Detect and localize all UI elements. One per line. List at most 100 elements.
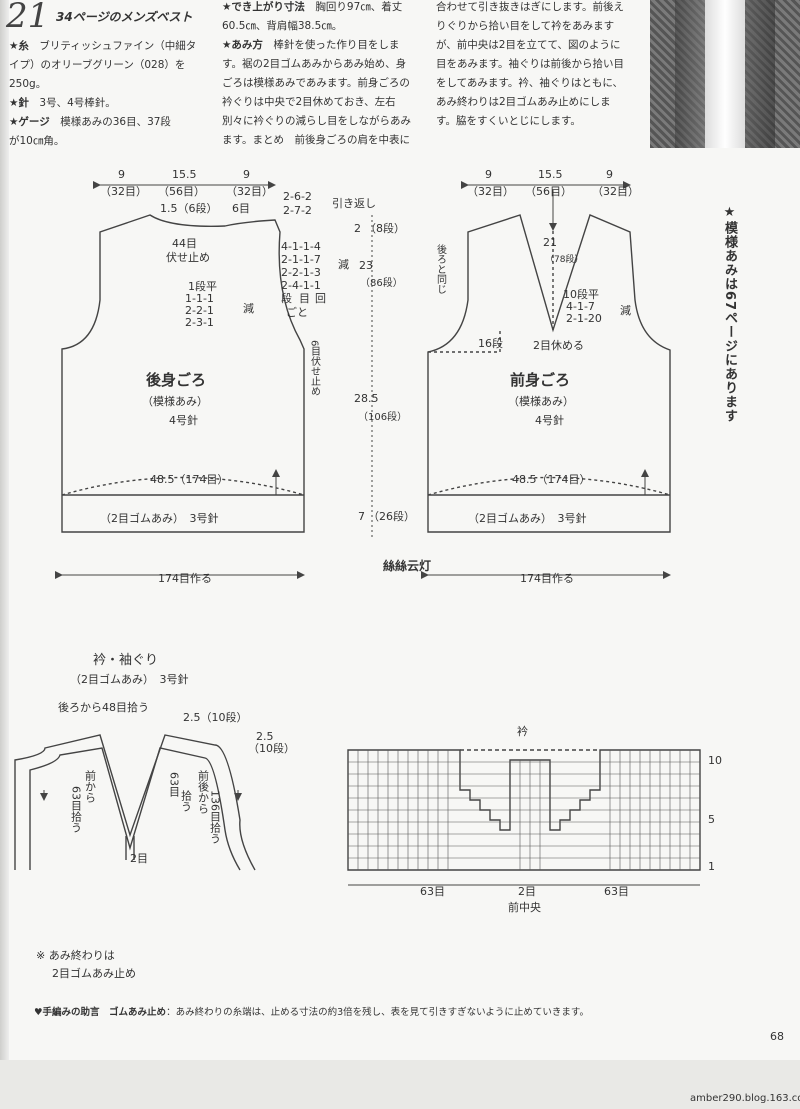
svg-text:（86段）: （86段） — [360, 276, 403, 289]
svg-text:2-7-2: 2-7-2 — [283, 204, 312, 217]
svg-text:21: 21 — [543, 236, 557, 249]
page-number: 68 — [770, 1030, 784, 1043]
pattern-title: 34ページのメンズベスト — [56, 10, 193, 24]
svg-text:2目: 2目 — [518, 885, 536, 898]
svg-text:2目: 2目 — [130, 852, 148, 865]
svg-text:6目伏せ止め: 6目伏せ止め — [309, 340, 321, 396]
collar-title: 衿・袖ぐり — [93, 653, 158, 668]
method-line: ★あみ方 棒針を使った作り目をしま — [222, 39, 400, 51]
header-col3: 合わせて引き抜きはぎにします。前後え りぐりから拾い目をして衿をあみます が、前… — [436, 1, 624, 127]
method-line: す。裾の2目ゴムあみからあみ始め、身 — [222, 58, 407, 70]
svg-text:15.5: 15.5 — [538, 168, 563, 181]
svg-text:4-1-1-4: 4-1-1-4 — [281, 240, 321, 253]
materials-line: イプ）のオリーブグリーン（028）を — [9, 59, 186, 71]
svg-text:2-1-20: 2-1-20 — [566, 312, 602, 325]
svg-text:（56目）: （56目） — [158, 185, 205, 198]
back-dim-center: 15.5 — [172, 168, 197, 181]
advice-text: ：あみ終わりの糸端は、止める寸法の約3倍を残し、表を見て引きすぎないように止めて… — [166, 1007, 589, 1018]
svg-text:（32目）: （32目） — [100, 185, 147, 198]
needles-line: ★針 3号、4号棒針。 — [9, 97, 116, 109]
svg-text:9: 9 — [606, 168, 613, 181]
method-line: 別々に衿ぐりの減らし目をしながらあみ — [222, 115, 411, 127]
svg-text:1段平: 1段平 — [188, 279, 217, 293]
gauge-line: ★ゲージ 模様あみの36目、37段 — [9, 116, 171, 128]
front-cast-on: 174目作る — [520, 572, 574, 585]
header-col2: ★でき上がり寸法 胸回り97㎝、着丈 60.5㎝、背肩幅38.5㎝。 ★あみ方 … — [222, 0, 411, 150]
svg-text:後ろから48目拾う: 後ろから48目拾う — [58, 700, 149, 714]
size-line: ★でき上がり寸法 胸回り97㎝、着丈 — [222, 1, 403, 13]
back-width: 48.5（174目） — [150, 473, 229, 486]
vest-photo — [650, 0, 800, 148]
back-dim-right: 9 — [243, 168, 250, 181]
svg-text:2: 2 — [354, 222, 361, 235]
svg-text:目: 目 — [299, 292, 310, 305]
svg-text:後ろと同じ: 後ろと同じ — [435, 243, 447, 294]
svg-text:ごと: ごと — [286, 305, 308, 319]
svg-text:2-6-2: 2-6-2 — [283, 190, 312, 203]
back-body-title: 後身ごろ — [145, 371, 206, 389]
materials-line: 250g。 — [9, 78, 47, 90]
back-cast-on: 174目作る — [158, 572, 212, 585]
size-line: 60.5㎝、背肩幅38.5㎝。 — [222, 20, 343, 32]
svg-text:前中央: 前中央 — [508, 900, 541, 914]
svg-text:※ あみ終わりは: ※ あみ終わりは — [36, 948, 115, 962]
svg-text:7: 7 — [358, 510, 365, 523]
svg-text:2-4-1-1: 2-4-1-1 — [281, 279, 321, 292]
svg-text:前後から: 前後から — [197, 769, 210, 814]
svg-text:10: 10 — [708, 754, 722, 767]
svg-text:63目拾う: 63目拾う — [70, 786, 83, 833]
svg-text:減: 減 — [243, 301, 254, 315]
svg-text:23: 23 — [359, 259, 373, 272]
svg-text:（32目）: （32目） — [467, 185, 514, 198]
back-neck-depth: 1.5（6段） — [160, 201, 218, 215]
front-body-title: 前身ごろ — [510, 371, 570, 389]
binding-shadow — [0, 0, 9, 1109]
svg-text:（模様あみ）: （模様あみ） — [142, 394, 208, 408]
method-line: ます。まとめ 前後身ごろの肩を中表に — [222, 134, 410, 146]
pattern-reference-note: ★模様あみは67ページにあります — [722, 205, 737, 424]
svg-text:（模様あみ）: （模様あみ） — [508, 394, 574, 408]
svg-text:4-1-7: 4-1-7 — [566, 300, 595, 313]
svg-text:回: 回 — [315, 292, 326, 305]
svg-text:2-2-1: 2-2-1 — [185, 304, 214, 317]
collar-chart-outline — [347, 749, 701, 871]
header-col1: ★糸 ブリティッシュファイン（中細タ イプ）のオリーブグリーン（028）を 25… — [9, 37, 196, 151]
back-dim-left: 9 — [118, 168, 125, 181]
gauge-line: が10㎝角。 — [9, 135, 65, 147]
svg-text:前から: 前から — [84, 769, 97, 803]
svg-text:（8段）: （8段） — [365, 221, 405, 235]
svg-text:136目拾う: 136目拾う — [209, 790, 222, 844]
svg-text:2.5: 2.5 — [256, 730, 274, 743]
svg-text:1-1-1: 1-1-1 — [185, 292, 214, 305]
svg-text:63目: 63目 — [604, 885, 629, 898]
svg-text:（26段）: （26段） — [368, 509, 415, 523]
svg-text:63目: 63目 — [168, 772, 181, 797]
blog-url: amber290.blog.163.com — [690, 1093, 800, 1104]
method-line: ごろは模様あみであみます。前身ごろの — [222, 77, 410, 89]
svg-text:減: 減 — [338, 257, 349, 271]
front-width: 48.5（174目） — [512, 473, 591, 486]
advice-title: ゴムあみ止め — [109, 1007, 167, 1018]
watermark: 絲絲云灯 — [383, 558, 431, 573]
materials-line: ★糸 ブリティッシュファイン（中細タ — [9, 40, 197, 52]
svg-text:4号針: 4号針 — [535, 413, 564, 427]
back-body-outline — [61, 214, 305, 533]
svg-text:2-1-1-7: 2-1-1-7 — [281, 253, 321, 266]
svg-text:（32目）: （32目） — [592, 185, 639, 198]
svg-text:2-3-1: 2-3-1 — [185, 316, 214, 329]
collar-assembly-outline — [14, 734, 256, 871]
svg-text:28.5: 28.5 — [354, 392, 379, 405]
svg-text:伏せ止め: 伏せ止め — [166, 250, 210, 264]
pattern-number: 21 — [6, 0, 50, 36]
svg-text:4号針: 4号針 — [169, 413, 198, 427]
svg-text:（56目）: （56目） — [525, 185, 572, 198]
svg-text:（2目ゴムあみ） 3号針: （2目ゴムあみ） 3号針 — [100, 511, 219, 525]
svg-text:拾う: 拾う — [180, 789, 193, 812]
svg-text:6目: 6目 — [232, 202, 250, 215]
knitting-advice: ♥手編みの助言 ゴムあみ止め：あみ終わりの糸端は、止める寸法の約3倍を残し、表を… — [34, 1004, 589, 1018]
svg-text:9: 9 — [485, 168, 492, 181]
svg-text:（10段）: （10段） — [248, 741, 295, 755]
svg-text:16段: 16段 — [478, 336, 503, 350]
svg-text:2.5（10段）: 2.5（10段） — [183, 710, 248, 724]
